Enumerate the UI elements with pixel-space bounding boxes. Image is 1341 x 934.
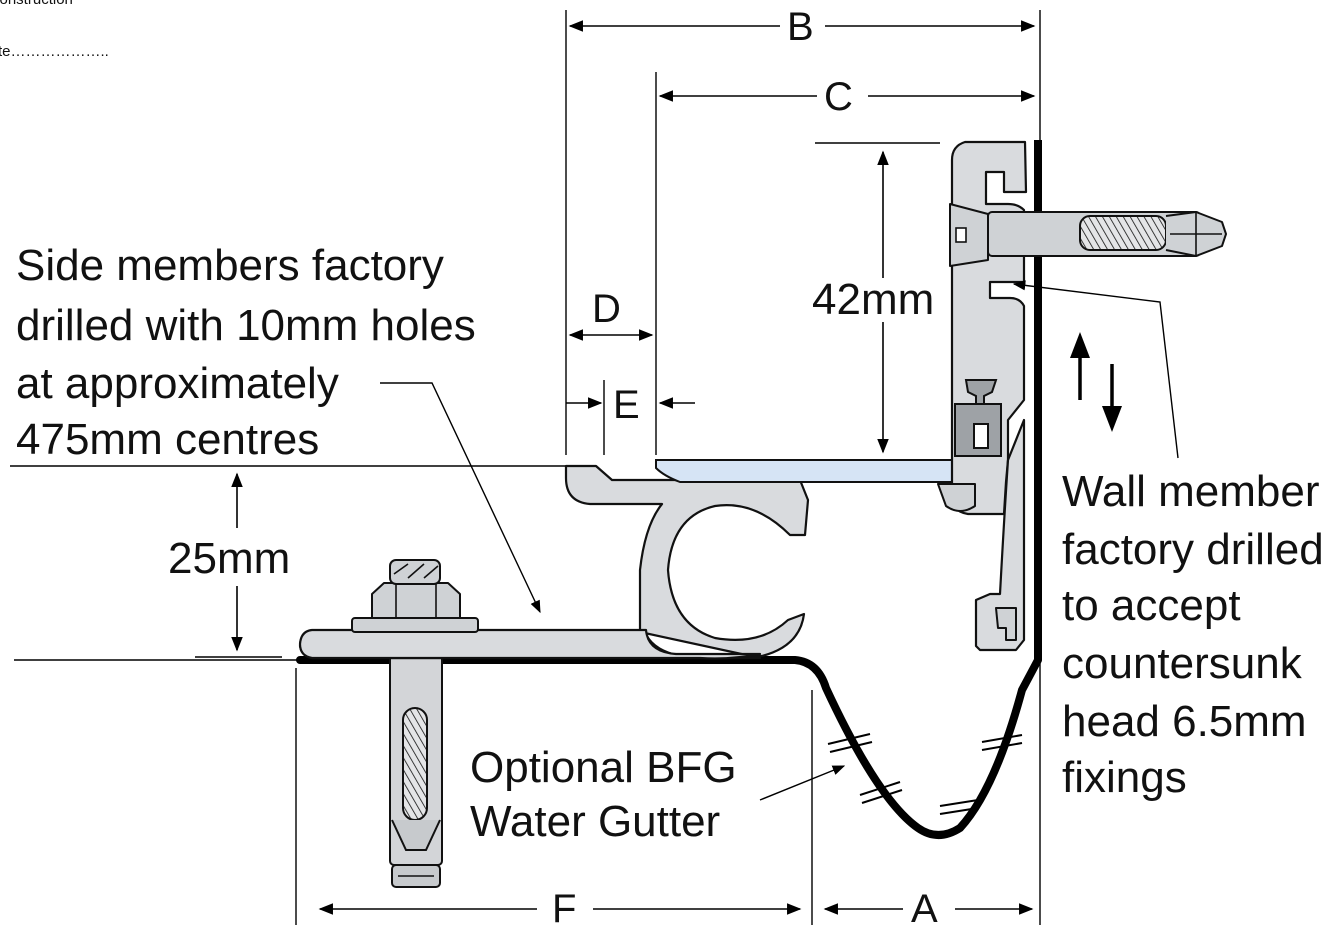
callout-side-line-4: 475mm centres (16, 415, 319, 464)
wall-member-channel (995, 607, 1017, 641)
callout-wall-line-2: factory drilled (1062, 525, 1324, 574)
gasket-slot (973, 423, 989, 449)
dim-a-label: A (911, 887, 938, 929)
callout-side-line-1: Side members factory (16, 241, 444, 290)
adjustment-arrows-icon (1070, 332, 1122, 432)
dim-e-label: E (613, 383, 640, 427)
base-plate (298, 628, 762, 660)
dim-d-label: D (592, 287, 621, 331)
callout-wall-line-1: Wall member (1062, 467, 1320, 516)
callout-side-line-3: at approximately (16, 359, 339, 408)
base-nut (351, 559, 479, 633)
glass-panel (655, 459, 1007, 483)
leader-water-gutter (759, 765, 846, 801)
base-anchor-bolt (389, 651, 443, 888)
callout-wall-line-5: head 6.5mm (1062, 697, 1307, 746)
water-gutter (296, 656, 1042, 839)
header-line-2: te……………….. (0, 43, 109, 60)
header-line-1: construction (0, 0, 73, 8)
setting-block (937, 483, 976, 512)
side-member-profile (298, 464, 810, 660)
callout-wall-line-6: fixings (1062, 753, 1187, 802)
gutter-clips (827, 733, 1023, 815)
leader-wall-member (1012, 280, 1179, 459)
callout-water-gutter: Optional BFG Water Gutter (470, 743, 737, 846)
callout-wall-line-3: to accept (1062, 581, 1241, 630)
leader-side-members (380, 382, 541, 614)
dim-c-label: C (824, 75, 853, 119)
callout-side-line-2: drilled with 10mm holes (16, 301, 476, 350)
dim-42-label: 42mm (812, 275, 934, 324)
dim-b-label: B (787, 5, 814, 49)
callout-side-members: Side members factory drilled with 10mm h… (16, 241, 476, 464)
wall-member-leg (974, 418, 1026, 652)
dim-f-label: F (552, 887, 576, 929)
callout-gutter-line-2: Water Gutter (470, 797, 720, 846)
dim-25-label: 25mm (168, 534, 290, 583)
callout-wall-member: Wall member factory drilled to accept co… (1062, 467, 1324, 802)
wall-anchor-fixing (949, 203, 1227, 267)
callout-gutter-line-1: Optional BFG (470, 743, 737, 792)
gasket-top (964, 379, 998, 405)
callout-wall-line-4: countersunk (1062, 639, 1303, 688)
